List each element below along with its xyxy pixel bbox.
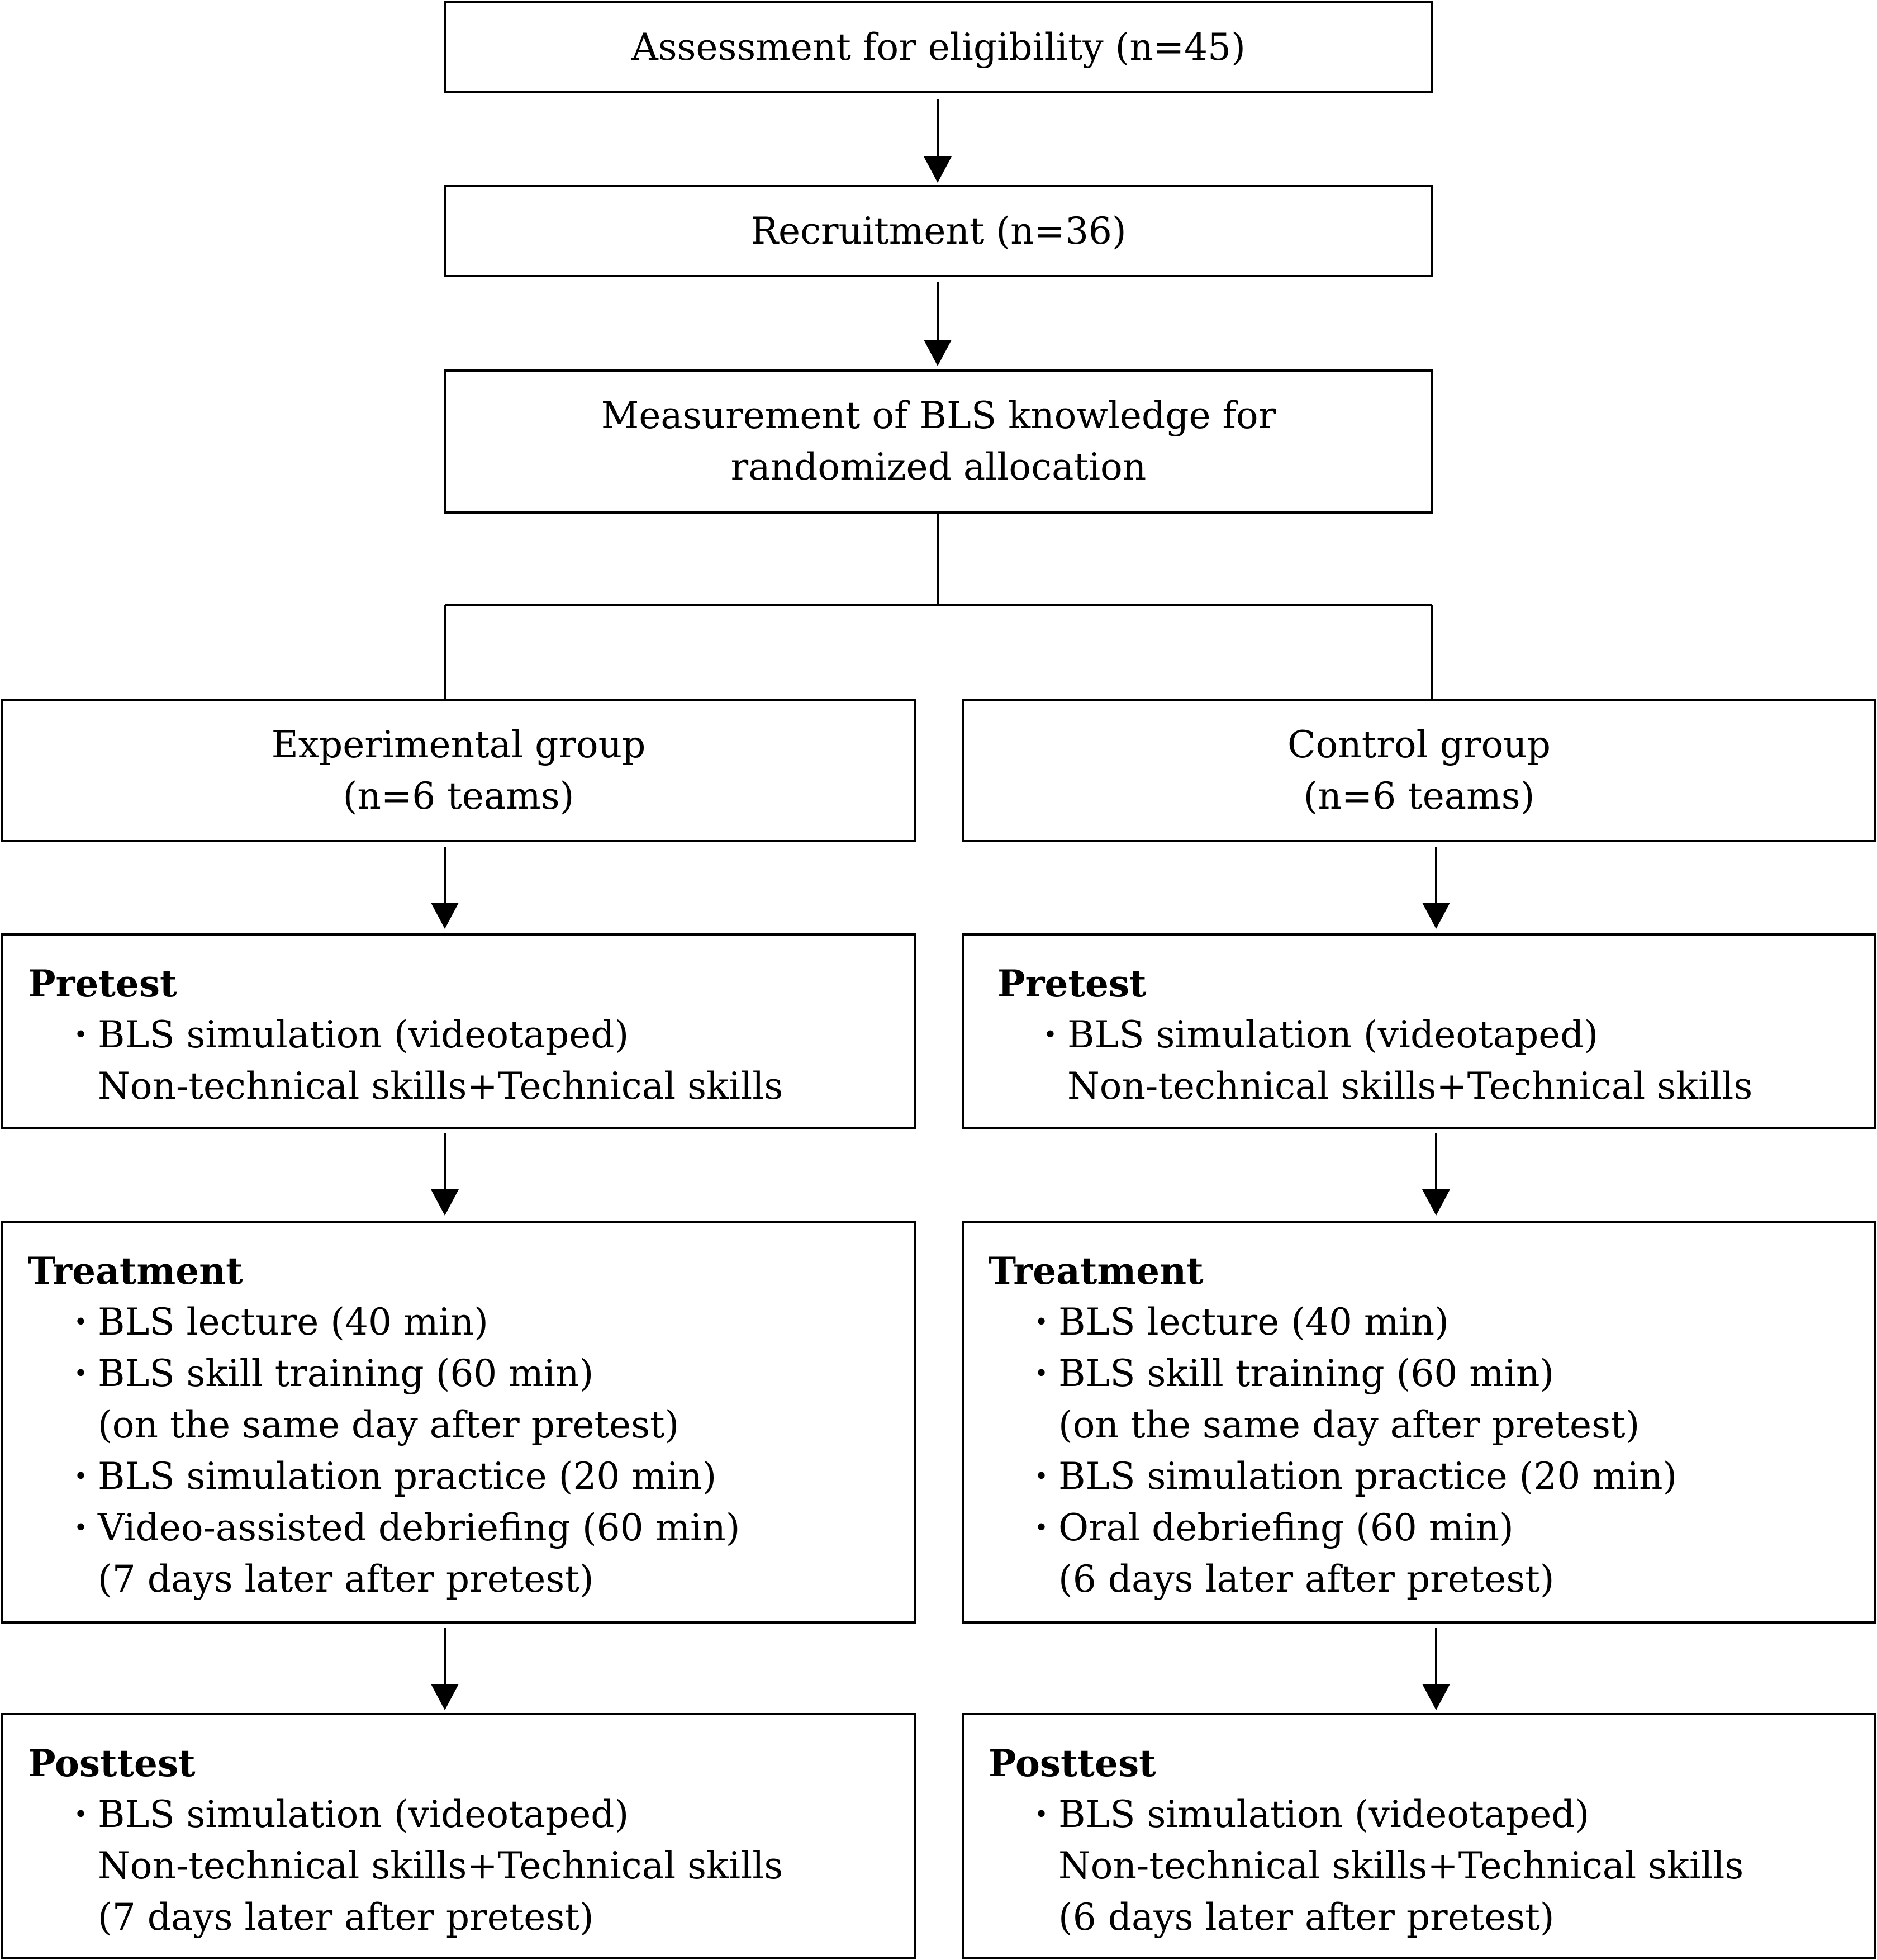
experimental-pretest-heading: Pretest [28, 962, 177, 1005]
experimental-posttest-heading: Posttest [28, 1741, 196, 1785]
experimental-pretest-item-1: BLS simulation (videotaped) [28, 1008, 914, 1061]
arrowhead-8 [1422, 1684, 1450, 1710]
experimental-treatment-item-2: BLS skill training (60 min) [28, 1347, 914, 1399]
control-posttest-item-1-cont-2: (6 days later after pretest) [1058, 1896, 1555, 1939]
control-pretest-item-1-cont: Non-technical skills+Technical skills [1067, 1065, 1753, 1108]
experimental-treatment-heading: Treatment [28, 1249, 243, 1293]
control-treatment-box: Treatment BLS lecture (40 min) BLS skill… [962, 1221, 1876, 1624]
experimental-treatment-item-4: Video-assisted debriefing (60 min) [28, 1501, 914, 1554]
control-treatment-item-1: BLS lecture (40 min) [989, 1295, 1874, 1348]
experimental-posttest-item-1-cont: Non-technical skills+Technical skills [98, 1844, 783, 1887]
control-pretest-heading: Pretest [997, 962, 1147, 1005]
arrowhead-6 [1422, 903, 1450, 929]
control-treatment-item-2-cont: (on the same day after pretest) [1058, 1403, 1640, 1446]
arrowhead-5 [431, 1684, 459, 1710]
control-treatment-item-4-cont: (6 days later after pretest) [1058, 1558, 1555, 1601]
recruitment-box: Recruitment (n=36) [444, 185, 1433, 277]
experimental-group-n: (n=6 teams) [343, 774, 574, 818]
control-treatment-heading: Treatment [989, 1249, 1204, 1293]
control-posttest-item-1: BLS simulation (videotaped) [989, 1788, 1874, 1840]
experimental-posttest-box: Posttest BLS simulation (videotaped) Non… [1, 1713, 916, 1959]
experimental-group-title: Experimental group [271, 723, 646, 766]
arrowhead-7 [1422, 1189, 1450, 1216]
experimental-pretest-box: Pretest BLS simulation (videotaped) Non-… [1, 933, 916, 1129]
assessment-box: Assessment for eligibility (n=45) [444, 1, 1433, 93]
control-posttest-heading: Posttest [989, 1741, 1156, 1785]
experimental-group-box: Experimental group (n=6 teams) [1, 699, 916, 842]
arrowhead-4 [431, 1189, 459, 1216]
experimental-treatment-item-2-cont: (on the same day after pretest) [98, 1403, 679, 1446]
experimental-treatment-item-1: BLS lecture (40 min) [28, 1295, 914, 1348]
arrowhead-1 [924, 156, 952, 183]
arrowhead-2 [924, 340, 952, 366]
experimental-posttest-item-1-cont-2: (7 days later after pretest) [98, 1896, 594, 1939]
experimental-treatment-item-3: BLS simulation practice (20 min) [28, 1450, 914, 1502]
experimental-treatment-box: Treatment BLS lecture (40 min) BLS skill… [1, 1221, 916, 1624]
measurement-box: Measurement of BLS knowledge for randomi… [444, 369, 1433, 514]
experimental-treatment-item-4-cont: (7 days later after pretest) [98, 1558, 594, 1601]
control-group-n: (n=6 teams) [1303, 774, 1535, 818]
assessment-text: Assessment for eligibility (n=45) [631, 25, 1246, 69]
arrowhead-3 [431, 903, 459, 929]
recruitment-text: Recruitment (n=36) [750, 209, 1127, 253]
control-treatment-item-4: Oral debriefing (60 min) [989, 1501, 1874, 1554]
control-posttest-item-1-cont: Non-technical skills+Technical skills [1058, 1844, 1744, 1887]
experimental-pretest-item-1-cont: Non-technical skills+Technical skills [98, 1065, 783, 1108]
control-posttest-box: Posttest BLS simulation (videotaped) Non… [962, 1713, 1876, 1959]
control-group-box: Control group (n=6 teams) [962, 699, 1876, 842]
control-group-title: Control group [1287, 723, 1551, 766]
measurement-line-2: randomized allocation [730, 445, 1147, 488]
control-treatment-item-2: BLS skill training (60 min) [989, 1347, 1874, 1399]
control-pretest-item-1: BLS simulation (videotaped) [997, 1008, 1874, 1061]
measurement-line-1: Measurement of BLS knowledge for [601, 394, 1276, 437]
experimental-posttest-item-1: BLS simulation (videotaped) [28, 1788, 914, 1840]
control-pretest-box: Pretest BLS simulation (videotaped) Non-… [962, 933, 1876, 1129]
control-treatment-item-3: BLS simulation practice (20 min) [989, 1450, 1874, 1502]
